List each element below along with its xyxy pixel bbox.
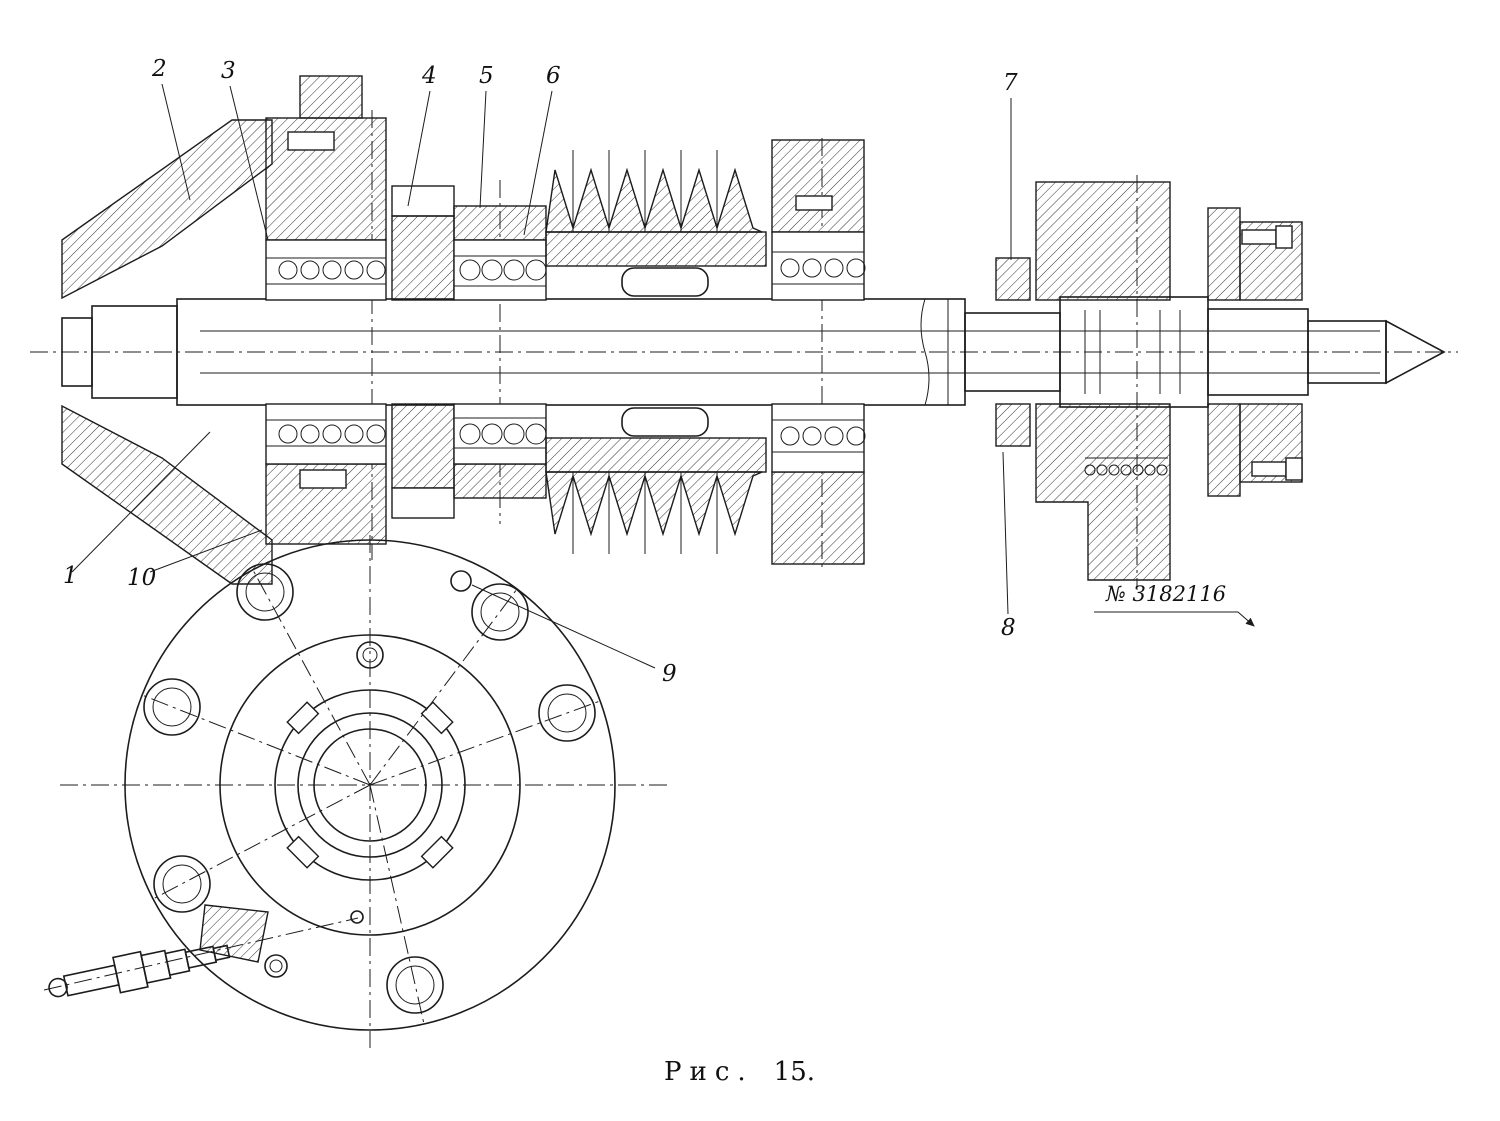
figure-caption-label: Рис. [664, 1057, 754, 1087]
callout-5: 5 [479, 63, 494, 89]
spindle-bore [313, 728, 427, 842]
hub-ring [274, 689, 466, 881]
rear-bearing [771, 231, 865, 301]
section-break [920, 298, 930, 406]
callouts: 1 2 3 4 5 6 7 8 9 10 [63, 56, 1018, 687]
bayonet-slots [286, 701, 454, 869]
grease-fitting [43, 904, 359, 998]
part-number-underline-arrow [1094, 611, 1255, 627]
mid-bearing [453, 239, 547, 301]
part-number-note: № 3182116 [1094, 582, 1255, 627]
figure-caption-number: 15. [774, 1057, 815, 1087]
figure-caption: Рис. 15. [664, 1057, 815, 1087]
callout-3: 3 [221, 58, 236, 84]
spacer-and-mid-bearing [391, 185, 547, 519]
callout-9: 9 [662, 661, 677, 687]
grease-fitting-axis [43, 917, 359, 991]
callout-6: 6 [546, 63, 561, 89]
housing-lug [299, 75, 363, 119]
locknut [995, 257, 1031, 447]
front-bearing [265, 239, 387, 301]
pulley-web-window [621, 267, 709, 297]
callout-7: 7 [1003, 70, 1018, 96]
flange-bolt-top [1241, 229, 1277, 245]
small-holes [264, 570, 472, 978]
bolt-holes [143, 563, 596, 1014]
v-belt-pulley [545, 150, 767, 554]
end-flange-rings [1207, 207, 1303, 497]
leader-lines [71, 83, 1012, 669]
callout-8: 8 [1001, 615, 1016, 641]
rear-bearing-group [771, 139, 866, 565]
flange-outline [124, 539, 616, 1031]
callout-1: 1 [63, 563, 78, 589]
support-bracket [1035, 181, 1181, 581]
adjusting-cap [391, 185, 455, 217]
callout-2: 2 [151, 56, 167, 82]
callout-10: 10 [127, 565, 156, 591]
pulley-grooves-bottom [545, 471, 763, 537]
callout-4: 4 [421, 63, 437, 89]
bolt-hole-centerlines [141, 569, 601, 1025]
main-section-view [30, 75, 1458, 590]
grease-boss [199, 904, 269, 963]
center-point-tip [1385, 319, 1446, 385]
flange-front-view [43, 535, 670, 1048]
locking-bolt [287, 131, 335, 151]
front-housing [265, 75, 387, 545]
pulley-grooves-top [545, 167, 763, 233]
part-number-label: № 3182116 [1105, 582, 1226, 606]
flange-bolt-bottom [1251, 461, 1287, 477]
